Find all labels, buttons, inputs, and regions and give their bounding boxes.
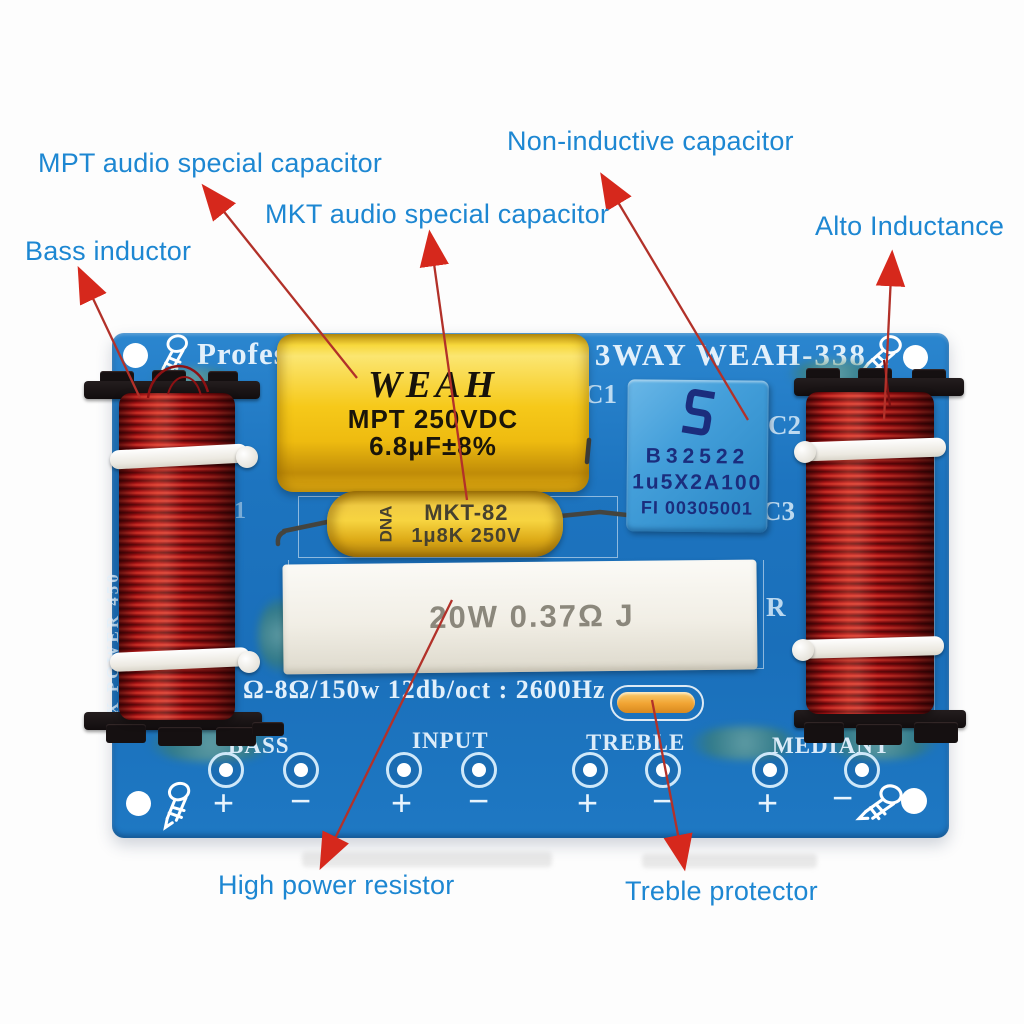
polarity-minus: −: [290, 780, 312, 821]
treble-protector-outline: [610, 685, 704, 721]
annotation-mkt-capacitor: MKT audio special capacitor: [265, 199, 610, 229]
bobbin-tab: [914, 722, 958, 743]
terminal-hole: [208, 752, 244, 788]
terminal-hole: [844, 752, 880, 788]
epcos-logo-icon: [681, 389, 715, 436]
polarity-minus: −: [652, 780, 674, 821]
cable-tie-clasp: [238, 651, 260, 673]
ref-label-r: R: [766, 592, 786, 622]
film-capacitor-serial: FI 00305001: [640, 496, 754, 519]
bobbin-tab: [804, 722, 844, 743]
mpt-capacitor-rating: MPT 250VDC: [347, 403, 519, 434]
mpt-capacitor-brand: WEAH: [367, 363, 499, 406]
ghost-watermark: [302, 852, 552, 867]
ghost-watermark: [642, 854, 817, 868]
terminal-label-input: INPUT: [412, 728, 489, 753]
mounting-hole: [123, 343, 148, 368]
screw-icon: [163, 781, 191, 831]
film-capacitor-value: 1u5X2A100: [632, 470, 763, 495]
ref-label-c2: C2: [768, 410, 801, 440]
bobbin-tab: [252, 722, 284, 736]
annotation-bass-inductor: Bass inductor: [25, 236, 192, 266]
screw-icon: [855, 784, 903, 821]
bobbin-tab: [856, 724, 902, 745]
treble-protector-pill: [617, 692, 695, 713]
polarity-plus: +: [213, 782, 235, 823]
annotation-high-power-resistor: High power resistor: [218, 870, 455, 900]
cable-tie-clasp: [236, 446, 258, 468]
cable-tie-clasp: [792, 639, 814, 661]
polarity-minus: −: [468, 780, 490, 821]
flux-residue: [690, 726, 800, 760]
board-spec-line: Ω-8Ω/150w 12db/oct : 2600Hz: [243, 675, 606, 704]
terminal-hole: [283, 752, 319, 788]
annotation-non-inductive-capacitor: Non-inductive capacitor: [507, 126, 794, 156]
polarity-plus: +: [757, 782, 779, 823]
polarity-plus: +: [577, 782, 599, 823]
power-resistor-marking: 20W 0.37Ω J: [429, 597, 635, 635]
bobbin-tab: [106, 724, 146, 743]
cable-tie: [795, 636, 945, 659]
annotation-treble-protector: Treble protector: [625, 876, 818, 906]
mounting-hole: [901, 788, 927, 814]
terminal-hole: [572, 752, 608, 788]
terminal-hole: [752, 752, 788, 788]
terminal-label-treble: TREBLE: [586, 730, 686, 755]
bobbin-tab: [216, 727, 256, 746]
bobbin-tab: [806, 368, 840, 381]
polarity-plus: +: [391, 782, 413, 823]
ref-label-l1: 1: [234, 498, 246, 524]
annotation-alto-inductance: Alto Inductance: [815, 211, 1005, 241]
mpt-capacitor-value: 6.8μF±8%: [369, 431, 497, 461]
board-title-left: Profes: [197, 336, 287, 371]
mkt-capacitor-model: MKT-82: [424, 499, 509, 525]
annotation-mpt-capacitor: MPT audio special capacitor: [38, 148, 383, 178]
mkt-capacitor: DNA MKT-82 1μ8K 250V: [327, 491, 563, 557]
bobbin-flange: [794, 378, 964, 396]
mounting-hole: [126, 791, 151, 816]
mkt-capacitor-value: 1μ8K 250V: [411, 525, 522, 548]
film-capacitor-model: B32522: [645, 444, 750, 469]
film-capacitor: B32522 1u5X2A100 FI 00305001: [626, 379, 769, 533]
polarity-minus: −: [832, 777, 854, 818]
mkt-capacitor-side-text: DNA: [376, 505, 396, 543]
mounting-hole: [903, 345, 928, 370]
power-resistor: 20W 0.37Ω J: [282, 559, 758, 675]
bobbin-tab: [158, 727, 202, 746]
mpt-capacitor: WEAH MPT 250VDC 6.8μF±8%: [277, 334, 589, 492]
cable-tie-clasp: [794, 441, 816, 463]
terminal-hole: [461, 752, 497, 788]
silkscreen-line-right: [934, 455, 935, 735]
bass-inductor-coil: [119, 393, 235, 720]
